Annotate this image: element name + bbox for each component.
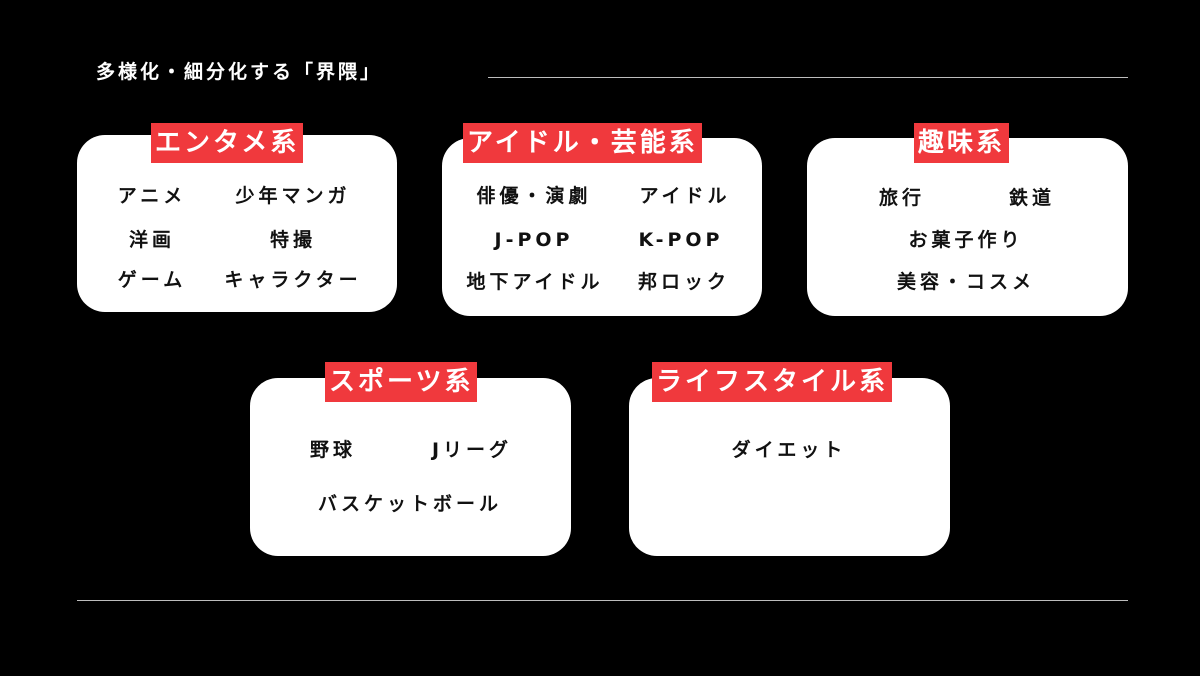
list-item: 少年マンガ [235, 185, 351, 207]
list-item: 邦ロック [637, 271, 731, 293]
list-item: K-POP [638, 229, 724, 251]
card-lifestyle-label: ライフスタイル系 [652, 362, 893, 402]
list-item: お菓子作り [908, 229, 1024, 251]
list-item: 特撮 [269, 229, 317, 251]
card-entertainment-label: エンタメ系 [151, 123, 304, 163]
list-item: キャラクター [224, 269, 362, 291]
title-divider [488, 77, 1128, 78]
bottom-divider [77, 600, 1128, 601]
list-item: ダイエット [731, 439, 847, 461]
card-idol [442, 138, 762, 316]
list-item: 鉄道 [1008, 187, 1056, 209]
card-idol-label: アイドル・芸能系 [463, 123, 702, 163]
list-item: アイドル [639, 185, 731, 207]
card-hobby-label: 趣味系 [914, 123, 1010, 163]
list-item: 美容・コスメ [896, 271, 1036, 293]
page-title: 多様化・細分化する「界隈」 [96, 61, 383, 83]
list-item: バスケットボール [317, 493, 503, 515]
card-sports-label: スポーツ系 [325, 362, 478, 402]
list-item: ゲーム [117, 269, 187, 291]
card-entertainment [77, 135, 397, 312]
list-item: 旅行 [878, 187, 926, 209]
list-item: 洋画 [128, 229, 176, 251]
list-item: アニメ [117, 185, 187, 207]
list-item: 俳優・演劇 [476, 185, 592, 207]
list-item: Jリーグ [431, 439, 513, 461]
list-item: J-POP [494, 229, 574, 251]
card-hobby [807, 138, 1128, 316]
list-item: 野球 [309, 439, 357, 461]
list-item: 地下アイドル [466, 271, 604, 293]
card-lifestyle [629, 378, 950, 556]
card-sports [250, 378, 571, 556]
